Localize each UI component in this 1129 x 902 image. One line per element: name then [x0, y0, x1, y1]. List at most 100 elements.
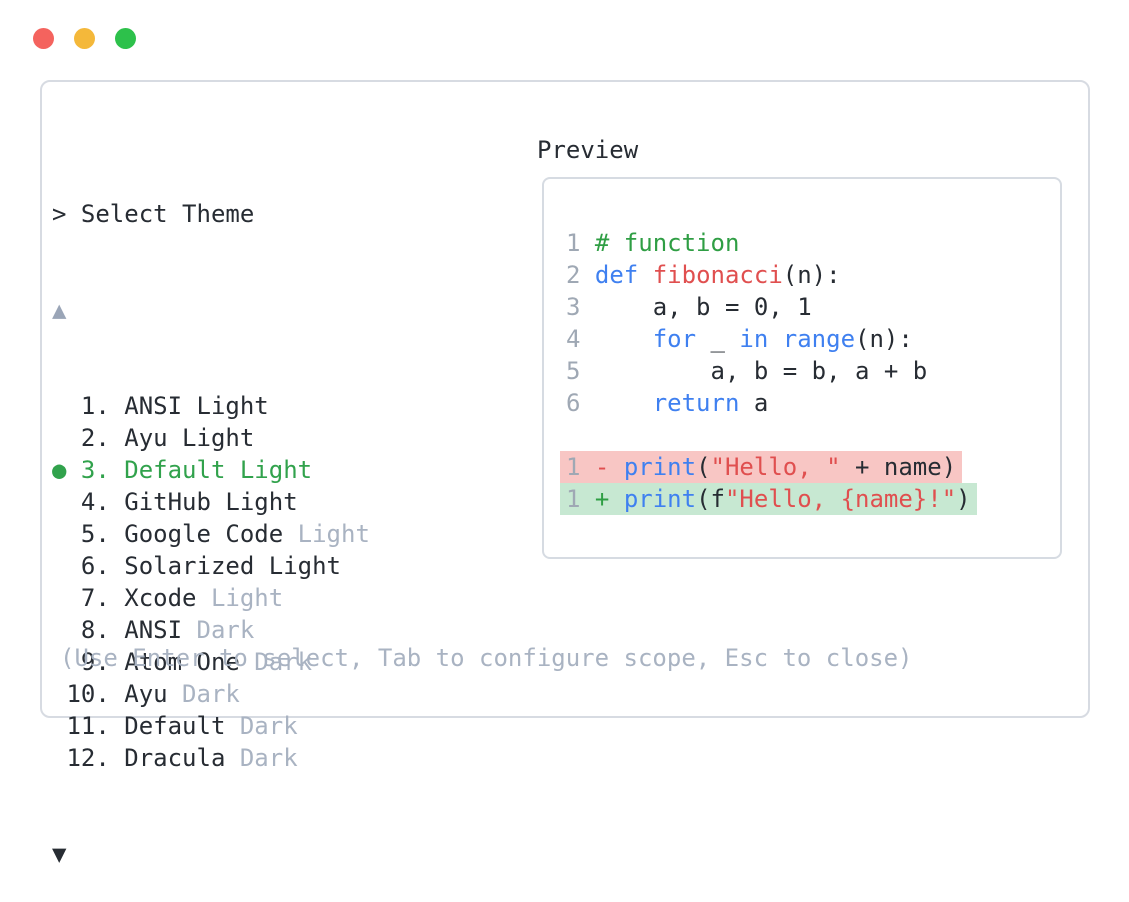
- theme-list-item[interactable]: 7. Xcode Light: [52, 582, 370, 614]
- theme-list-item[interactable]: ● 3. Default Light: [52, 454, 370, 486]
- code-token-plain: (n):: [855, 325, 913, 353]
- code-line: 3 a, b = 0, 1: [566, 291, 1060, 323]
- code-token-minus: -: [594, 453, 624, 481]
- theme-item-number: 5.: [66, 520, 125, 548]
- item-marker-space: [52, 520, 66, 548]
- item-marker-space: [52, 392, 66, 420]
- selector-prompt: > Select Theme: [52, 200, 255, 228]
- window-controls: [33, 28, 136, 49]
- code-line: 2 def fibonacci(n):: [566, 259, 1060, 291]
- item-marker-space: [52, 424, 66, 452]
- hint-text: (Use Enter to select, Tab to configure s…: [60, 644, 913, 672]
- theme-list-item[interactable]: 4. GitHub Light: [52, 486, 370, 518]
- theme-list-item[interactable]: 2. Ayu Light: [52, 422, 370, 454]
- code-token-keyword: print: [623, 453, 697, 481]
- theme-list-item[interactable]: 12. Dracula Dark: [52, 742, 370, 774]
- theme-list-item[interactable]: 5. Google Code Light: [52, 518, 370, 550]
- item-marker-space: [52, 552, 66, 580]
- theme-item-name: Default: [124, 712, 226, 740]
- theme-item-name: ANSI: [124, 616, 183, 644]
- theme-item-variant: Dark: [225, 712, 298, 740]
- code-token-keyword: print: [623, 485, 697, 513]
- code-token-plain: [638, 261, 652, 289]
- blank-line: [566, 419, 1060, 451]
- preview-label: Preview: [537, 136, 639, 164]
- code-token-keyword: def: [594, 261, 639, 289]
- item-marker-space: [52, 712, 66, 740]
- line-number: 1: [566, 229, 595, 257]
- theme-list-item[interactable]: 1. ANSI Light: [52, 390, 370, 422]
- theme-item-variant: Light: [167, 424, 255, 452]
- code-token-string: "Hello, {name}!": [724, 485, 957, 513]
- item-marker-space: [52, 680, 66, 708]
- scroll-up-icon[interactable]: ▲: [52, 296, 67, 324]
- theme-selector-panel: > Select Theme ▲ 1. ANSI Light 2. Ayu Li…: [52, 134, 370, 902]
- theme-list: 1. ANSI Light 2. Ayu Light● 3. Default L…: [52, 390, 370, 774]
- line-number: 6: [566, 389, 595, 417]
- item-marker-space: [52, 616, 66, 644]
- code-token-plain: [768, 325, 782, 353]
- line-number: 1: [566, 453, 595, 481]
- code-token-plain: + name): [840, 453, 957, 481]
- code-token-function: fibonacci: [652, 261, 783, 289]
- theme-item-name: Google Code: [124, 520, 284, 548]
- code-token-plain: (n):: [782, 261, 841, 289]
- code-token-plain: a, b = b, a + b: [594, 357, 928, 385]
- code-token-string: "Hello, ": [710, 453, 841, 481]
- theme-list-item[interactable]: 6. Solarized Light: [52, 550, 370, 582]
- theme-item-number: 10.: [66, 680, 125, 708]
- code-token-plain: a, b = 0, 1: [594, 293, 812, 321]
- code-token-plain: [595, 325, 653, 353]
- code-token-keyword: range: [782, 325, 856, 353]
- theme-item-variant: Dark: [225, 744, 298, 772]
- theme-item-name: Solarized: [124, 552, 255, 580]
- theme-item-name: Dracula: [124, 744, 226, 772]
- theme-item-variant: Light: [182, 392, 269, 420]
- code-line: 5 a, b = b, a + b: [566, 355, 1060, 387]
- diff-line-removed: 1 - print("Hello, " + name): [560, 451, 1060, 483]
- code-token-plain: (: [696, 453, 711, 481]
- minimize-button[interactable]: [74, 28, 95, 49]
- zoom-button[interactable]: [115, 28, 136, 49]
- theme-item-number: 1.: [66, 392, 125, 420]
- theme-item-number: 6.: [66, 552, 125, 580]
- item-marker-space: [52, 584, 66, 612]
- theme-item-variant: Light: [196, 584, 284, 612]
- theme-item-number: 4.: [66, 488, 125, 516]
- line-number: 1: [566, 485, 595, 513]
- theme-list-item[interactable]: 11. Default Dark: [52, 710, 370, 742]
- close-button[interactable]: [33, 28, 54, 49]
- theme-item-variant: Dark: [239, 648, 313, 676]
- item-marker-space: [52, 488, 66, 516]
- theme-item-variant: Light: [210, 488, 298, 516]
- code-line: 1 # function: [566, 227, 1060, 259]
- code-token-plain: _: [696, 325, 740, 353]
- code-token-plain: [595, 389, 653, 417]
- diff-line-added: 1 + print(f"Hello, {name}!"): [560, 483, 1060, 515]
- theme-item-name: ANSI: [124, 392, 183, 420]
- theme-item-variant: Dark: [167, 680, 240, 708]
- theme-item-variant: Light: [283, 520, 370, 548]
- code-line: 6 return a: [566, 387, 1060, 419]
- code-token-plain: (f: [696, 485, 725, 513]
- theme-list-item[interactable]: 10. Ayu Dark: [52, 678, 370, 710]
- diff-highlight-added: 1 + print(f"Hello, {name}!"): [560, 483, 977, 515]
- code-token-keyword: for: [652, 325, 697, 353]
- code-line: 4 for _ in range(n):: [566, 323, 1060, 355]
- theme-item-number: 11.: [66, 712, 125, 740]
- theme-item-name: Ayu: [124, 424, 168, 452]
- theme-list-item[interactable]: 9. Atom One Dark: [52, 646, 370, 678]
- theme-item-number: 2.: [66, 424, 125, 452]
- scroll-down-icon[interactable]: ▼: [52, 840, 67, 868]
- theme-item-name: Xcode: [124, 584, 197, 612]
- theme-list-item[interactable]: 8. ANSI Dark: [52, 614, 370, 646]
- theme-item-variant: Light: [254, 552, 341, 580]
- theme-item-number: 12.: [66, 744, 125, 772]
- theme-item-number: 9.: [66, 648, 125, 676]
- line-number: 2: [566, 261, 595, 289]
- item-marker-space: [52, 744, 66, 772]
- selected-item-bullet: ●: [52, 456, 67, 484]
- diff-highlight-removed: 1 - print("Hello, " + name): [560, 451, 963, 483]
